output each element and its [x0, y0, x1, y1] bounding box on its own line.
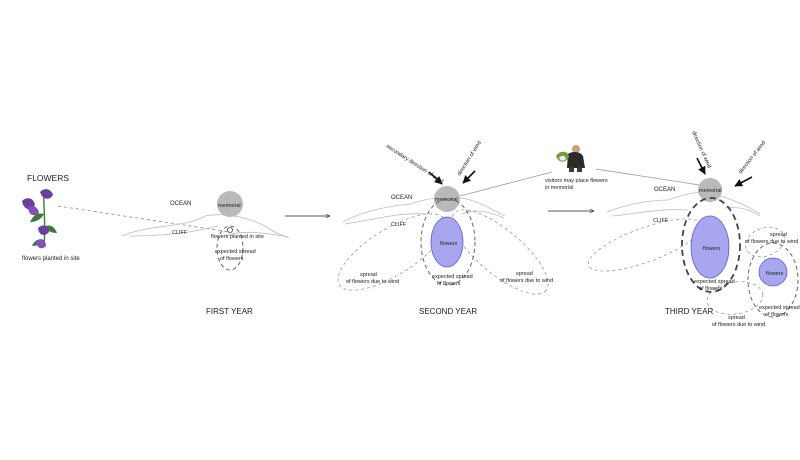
expected-spread-label: expected spread — [215, 249, 256, 255]
expected-spread-label: expected spread — [759, 305, 800, 311]
stage-first-year: OCEAN CLIFF memorial flowers planted in … — [121, 191, 290, 316]
secondary-wind-arrow-icon — [428, 171, 443, 185]
wind-spread-right-outline — [451, 209, 549, 295]
cliff-label: CLIFF — [172, 230, 188, 236]
stage-title: THIRD YEAR — [665, 307, 714, 316]
wind-spread-label: of flowers due to wind — [500, 278, 553, 284]
wind-arrow-icon — [462, 170, 476, 184]
coastline-outline — [121, 214, 290, 239]
legend-caption: flowers planted in site — [22, 256, 80, 262]
memorial-label: memorial — [435, 197, 458, 203]
memorial-disc — [434, 186, 460, 212]
expected-spread-label: expected spread — [694, 279, 735, 285]
planting-link-line — [57, 205, 231, 233]
planting-point-marker — [227, 227, 233, 233]
planted-label: flowers planted in site — [211, 234, 264, 240]
stage-second-year: OCEAN CLIFF flowers memorial expected sp… — [337, 140, 553, 316]
expected-spread-outline — [681, 197, 741, 293]
memorial-disc — [217, 191, 243, 217]
visitor-link-line — [459, 171, 553, 197]
expected-spread-outline-secondary — [747, 242, 799, 318]
secondary-wind-arrow-icon — [696, 157, 706, 175]
visitor-note-label: visitors may place flowers — [545, 178, 608, 184]
memorial-label: memorial — [699, 188, 722, 194]
wind-label: secondary direction of wind — [385, 144, 444, 185]
wind-label: direction of wind — [738, 140, 767, 175]
flowers-label: flowers — [766, 271, 784, 277]
cliff-edge-line — [461, 210, 505, 219]
coastline-outline — [606, 192, 761, 215]
wind-spread-label: of flowers due to wind — [346, 279, 399, 285]
flowers-label: flowers — [440, 241, 458, 247]
cliff-edge-line — [611, 209, 689, 217]
stage-title: SECOND YEAR — [419, 307, 477, 316]
wind-spread-label: of flowers due to wind — [745, 239, 798, 245]
visitor-note-label: in memorial — [545, 185, 573, 191]
flowers-label: flowers — [703, 246, 721, 252]
flowers-legend: FLOWERS flowers planted in site — [22, 173, 80, 262]
flowers-area — [430, 216, 464, 268]
flowers-area-secondary — [758, 257, 788, 287]
expected-spread-outline — [420, 198, 476, 286]
coastline-outline — [342, 196, 506, 223]
expected-spread-label: of flowers — [765, 312, 789, 318]
expected-spread-label: of flowers — [699, 286, 723, 292]
wind-label: direction of wind — [690, 130, 712, 169]
cliff-label: CLIFF — [653, 218, 669, 224]
cliff-edge-line — [224, 231, 289, 238]
expected-spread-label: expected spread — [432, 274, 473, 280]
wind-spread-bottom-outline — [706, 281, 764, 315]
ocean-label: OCEAN — [391, 195, 412, 201]
cliff-edge-line — [344, 213, 426, 225]
wind-spread-label: spread — [728, 315, 745, 321]
expected-spread-label: of flowers — [220, 256, 244, 262]
memorial-disc — [698, 178, 722, 202]
cliff-label: CLIFF — [391, 222, 407, 228]
stage-title: FIRST YEAR — [206, 307, 253, 316]
expected-spread-outline — [216, 225, 244, 271]
wind-spread-label: spread — [516, 271, 533, 277]
wind-spread-label: spread — [360, 272, 377, 278]
visitor-link-line — [595, 168, 707, 187]
ocean-label: OCEAN — [170, 201, 191, 207]
cliff-edge-line — [129, 225, 219, 237]
legend-title: FLOWERS — [27, 173, 69, 183]
person-holding-flowers-icon — [556, 145, 585, 172]
wind-spread-left-outline — [587, 218, 703, 272]
memorial-label: memorial — [218, 203, 241, 209]
purple-bellflower-icon — [22, 189, 57, 249]
wind-label: direction of wind — [457, 140, 483, 177]
ocean-label: OCEAN — [654, 187, 675, 193]
expected-spread-label: of flowers — [437, 281, 461, 287]
wind-arrow-icon — [734, 176, 753, 187]
flowers-area-main — [690, 215, 730, 279]
stage-third-year: OCEAN CLIFF flowers memorial expected sp… — [587, 130, 800, 328]
wind-spread-label: spread — [770, 232, 787, 238]
wind-spread-label: of flowers due to wind — [712, 322, 765, 328]
